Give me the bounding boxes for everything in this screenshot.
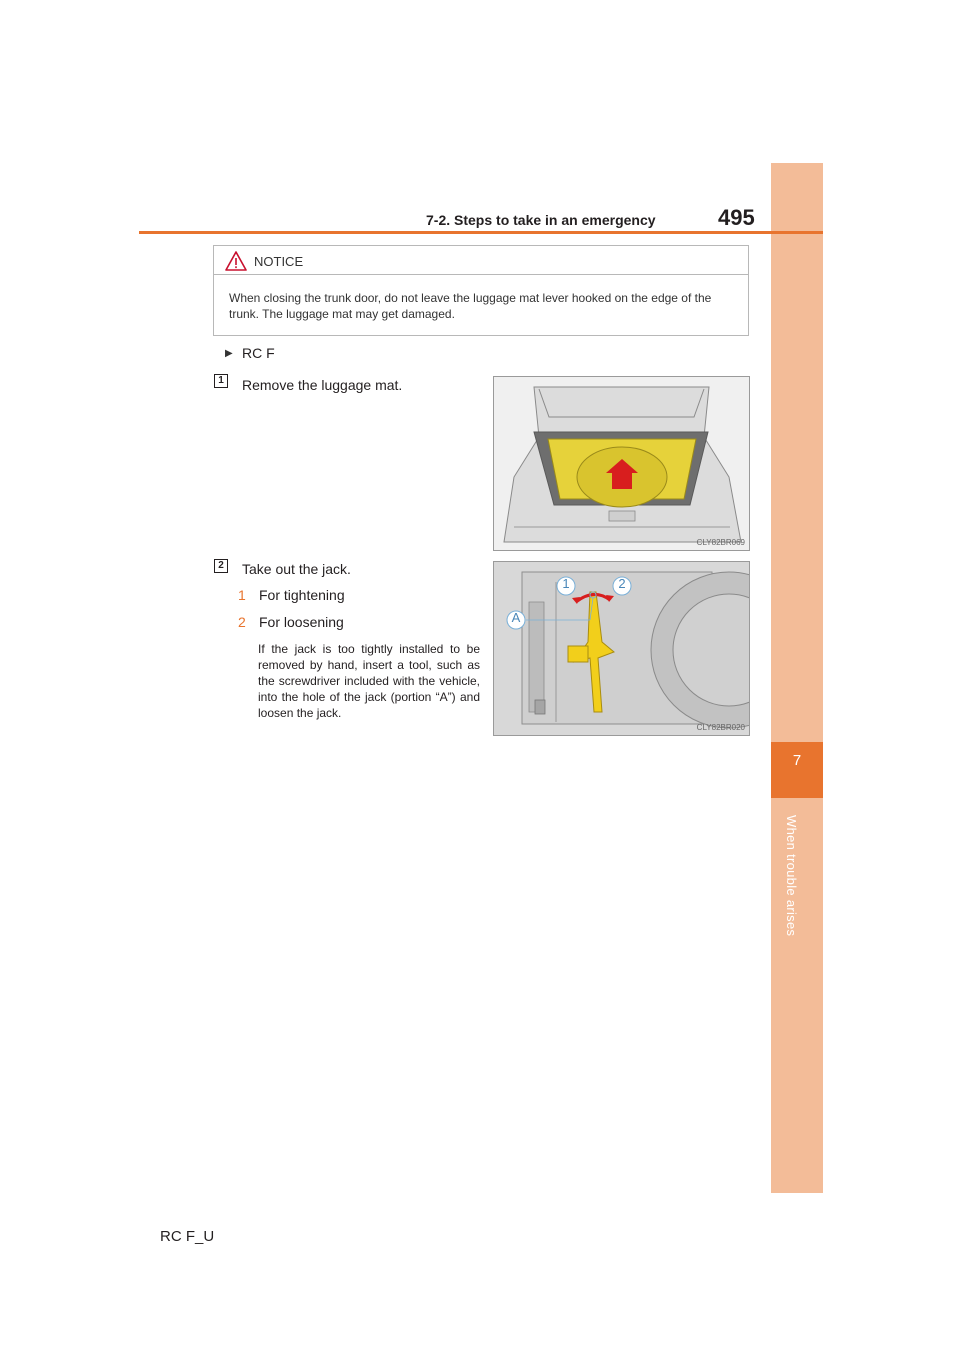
trunk-figure: CLY82BR069 — [493, 376, 750, 551]
notice-label: NOTICE — [254, 254, 304, 269]
step-1-badge: 1 — [214, 374, 228, 388]
item-2-text: For loosening — [259, 614, 344, 630]
jack-figure: 1 2 A CLY82BR020 — [493, 561, 750, 736]
section-label: RC F — [242, 345, 275, 361]
callout-2: 2 — [618, 576, 626, 591]
step-1-text: Remove the luggage mat. — [242, 377, 403, 393]
notice-divider — [213, 274, 749, 275]
model-footer: RC F_U — [160, 1228, 215, 1245]
notice-text: When closing the trunk door, do not leav… — [229, 291, 712, 321]
jack-illustration — [494, 562, 749, 735]
callout-1: 1 — [562, 576, 570, 591]
figure-code: CLY82BR069 — [696, 538, 745, 547]
step-2-text: Take out the jack. — [242, 561, 351, 577]
chapter-number: 7 — [792, 752, 802, 769]
header-rule — [139, 231, 823, 234]
section-header: 7-2. Steps to take in an emergency — [426, 212, 656, 228]
trunk-illustration — [494, 377, 749, 550]
callout-a: A — [511, 610, 521, 625]
jack-note: If the jack is too tightly installed to … — [258, 642, 480, 720]
item-2-number: 2 — [238, 614, 246, 630]
warning-triangle-icon — [225, 251, 247, 271]
figure-code: CLY82BR020 — [696, 723, 745, 732]
chapter-title: When trouble arises — [784, 815, 799, 937]
page-number: 495 — [718, 205, 755, 230]
triangle-bullet-icon: ▶ — [225, 348, 233, 359]
chapter-tab[interactable] — [771, 742, 823, 798]
step-2-badge: 2 — [214, 559, 228, 573]
item-1-text: For tightening — [259, 587, 345, 603]
chapter-sidebar — [771, 163, 823, 1193]
item-1-number: 1 — [238, 587, 246, 603]
notice-box — [213, 245, 749, 336]
